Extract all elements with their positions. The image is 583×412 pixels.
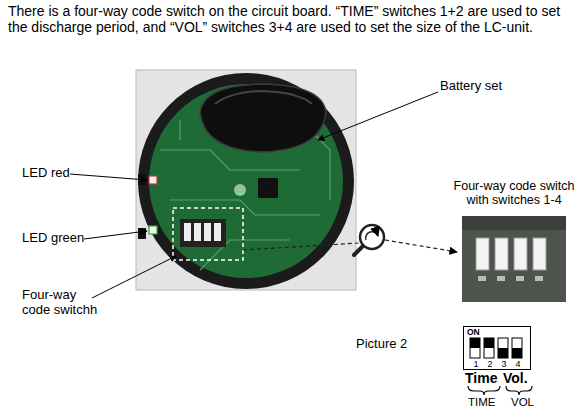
switch-lever [470, 338, 480, 348]
switch-number: 3 [499, 360, 509, 370]
group-label: VOL [511, 396, 534, 409]
circuit-board [149, 84, 343, 278]
switch-lever [194, 223, 201, 241]
callout-label: LED green [22, 231, 84, 246]
connector [138, 228, 146, 239]
dip-switch [180, 219, 226, 247]
switch-lever [512, 348, 522, 358]
magnifier-handle [354, 245, 364, 255]
battery-symbol [200, 84, 326, 152]
callout-label: Battery set [440, 79, 502, 94]
switch-number: 4 [513, 360, 523, 370]
switch-slot [470, 338, 480, 358]
callout-label: LED red [22, 166, 70, 181]
chip [258, 178, 278, 198]
switch-slot [498, 338, 508, 358]
inset-photo-frame: Four-way code switch with switches 1-4 [462, 216, 566, 302]
bracket [506, 386, 532, 395]
switch-number: 1 [471, 360, 481, 370]
leader-line [70, 174, 147, 180]
solder-pad [516, 276, 524, 281]
solder-pad [535, 276, 543, 281]
dashed-frame [173, 208, 243, 260]
switch-body [533, 238, 546, 270]
group-label: TIME [468, 396, 495, 409]
dip-switch-diagram: ON 1234 [463, 326, 531, 370]
leader-line [318, 92, 438, 140]
switch-body [495, 238, 508, 270]
switch-body [476, 238, 489, 270]
group-label: Time [465, 370, 497, 386]
switch-body [514, 238, 527, 270]
on-marker: ON [467, 328, 480, 337]
leader-line [84, 231, 147, 239]
switch-lever [204, 223, 211, 241]
description-text: There is a four-way code switch on the c… [8, 3, 576, 35]
group-label: Vol. [503, 370, 528, 386]
inset-photo [462, 216, 566, 302]
solder-pad [478, 276, 486, 281]
figure-caption: Picture 2 [356, 337, 407, 352]
board-background [136, 70, 356, 290]
switch-number: 2 [485, 360, 495, 370]
solder-pad [497, 276, 505, 281]
pcb-pad [234, 184, 246, 196]
magnifier-symbol [360, 225, 384, 249]
switch-slot [512, 338, 522, 358]
switch-lever [214, 223, 221, 241]
inset-heading: Four-way code switch with switches 1-4 [446, 180, 582, 208]
bracket [468, 386, 500, 395]
callout-label: Four-way code switchh [22, 287, 106, 317]
dashed-leader [243, 243, 359, 250]
dashed-leader [385, 240, 457, 252]
rotate-symbol [366, 232, 378, 240]
battery-highlight [215, 91, 312, 104]
inset-strip [462, 216, 566, 230]
housing-ring [138, 73, 354, 289]
switch-lever [484, 338, 494, 348]
switch-slot [484, 338, 494, 358]
switch-lever [184, 223, 191, 241]
switch-lever [498, 348, 508, 358]
leader-line [92, 256, 176, 298]
led-red [149, 176, 157, 184]
led-green [149, 226, 157, 234]
